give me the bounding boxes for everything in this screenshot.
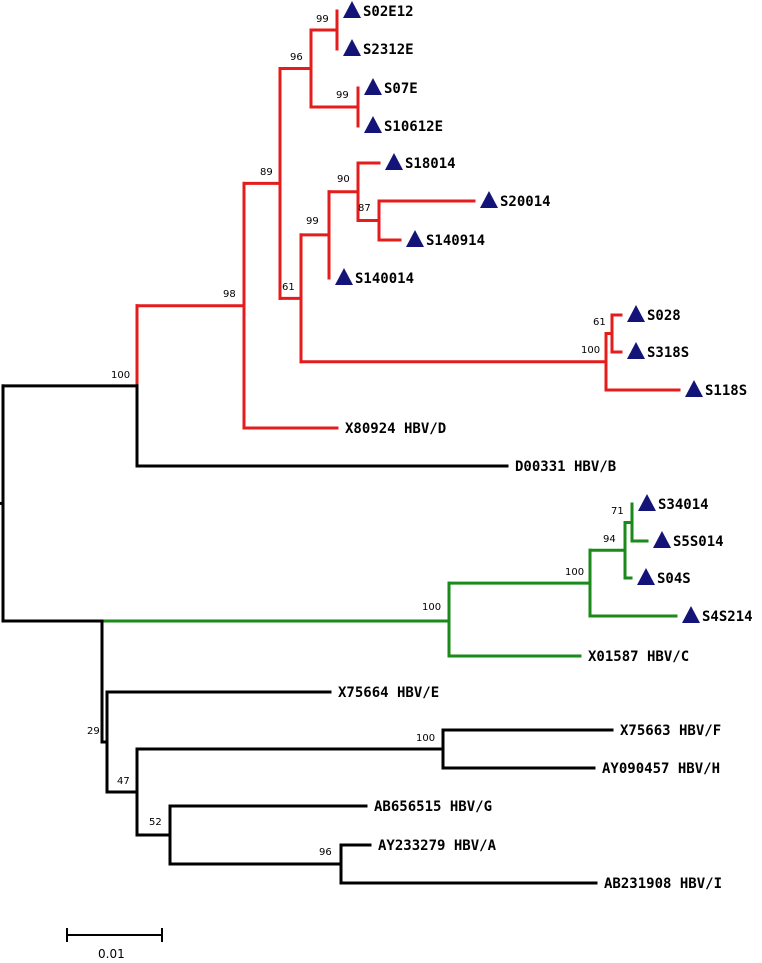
leaf-label: S140014 [355,271,414,287]
leaf-label: X75664 HBV/E [338,685,439,701]
triangle-icon [480,191,498,208]
triangle-icon [653,531,671,548]
bootstrap-value: 61 [593,317,606,328]
triangle-icon [385,153,403,170]
bootstrap-value: 71 [611,506,624,517]
triangle-icon [627,305,645,322]
bootstrap-value: 99 [306,216,319,227]
bootstrap-value: 87 [358,203,371,214]
bootstrap-value: 89 [260,167,273,178]
leaf-label: S5S014 [673,534,724,550]
leaf-label: S18014 [405,156,456,172]
leaf-label: S20014 [500,194,551,210]
bootstrap-values: 99 96 99 89 90 87 99 61 98 61 100 100 71 94 100 100 29 10… [87,14,624,858]
bootstrap-value: 98 [223,289,236,300]
leaf-label: S10612E [384,119,443,135]
scale-bar: 0.01 [66,928,163,961]
bootstrap-value: 96 [290,52,303,63]
bootstrap-value: 100 [111,370,130,381]
triangle-icon [335,268,353,285]
scale-bar-label: 0.01 [98,947,125,961]
leaf-label: S07E [384,81,418,97]
leaf-label: AY233279 HBV/A [378,838,497,854]
triangle-icon [364,78,382,95]
triangle-icon [627,342,645,359]
leaf-label: D00331 HBV/B [515,459,616,475]
triangle-icon [364,116,382,133]
leaf-label: S02E12 [363,4,414,20]
leaf-label: S118S [705,383,747,399]
bootstrap-value: 100 [416,733,435,744]
sample-markers [335,1,703,623]
leaf-label: X75663 HBV/F [620,723,721,739]
triangle-icon [685,380,703,397]
triangle-icon [637,568,655,585]
leaf-label: S4S214 [702,609,753,625]
leaf-label: AY090457 HBV/H [602,761,720,777]
bootstrap-value: 100 [581,345,600,356]
triangle-icon [343,1,361,18]
leaf-label: AB231908 HBV/I [604,876,722,892]
bootstrap-value: 47 [117,776,130,787]
triangle-icon [682,606,700,623]
bootstrap-value: 99 [336,90,349,101]
bootstrap-value: 96 [319,847,332,858]
tree-branches [0,9,681,885]
leaf-label: S04S [657,571,691,587]
leaf-label: S028 [647,308,681,324]
leaf-label: X01587 HBV/C [588,649,689,665]
triangle-icon [406,230,424,247]
leaf-label: AB656515 HBV/G [374,799,492,815]
bootstrap-value: 100 [565,567,584,578]
bootstrap-value: 99 [316,14,329,25]
triangle-icon [343,39,361,56]
leaf-label: X80924 HBV/D [345,421,446,437]
bootstrap-value: 90 [337,174,350,185]
bootstrap-value: 29 [87,726,100,737]
bootstrap-value: 61 [282,282,295,293]
bootstrap-value: 52 [149,817,162,828]
leaf-label: S318S [647,345,689,361]
bootstrap-value: 94 [603,534,616,545]
leaf-label: S140914 [426,233,485,249]
leaf-label: S34014 [658,497,709,513]
triangle-icon [638,494,656,511]
leaf-label: S2312E [363,42,414,58]
bootstrap-value: 100 [422,602,441,613]
